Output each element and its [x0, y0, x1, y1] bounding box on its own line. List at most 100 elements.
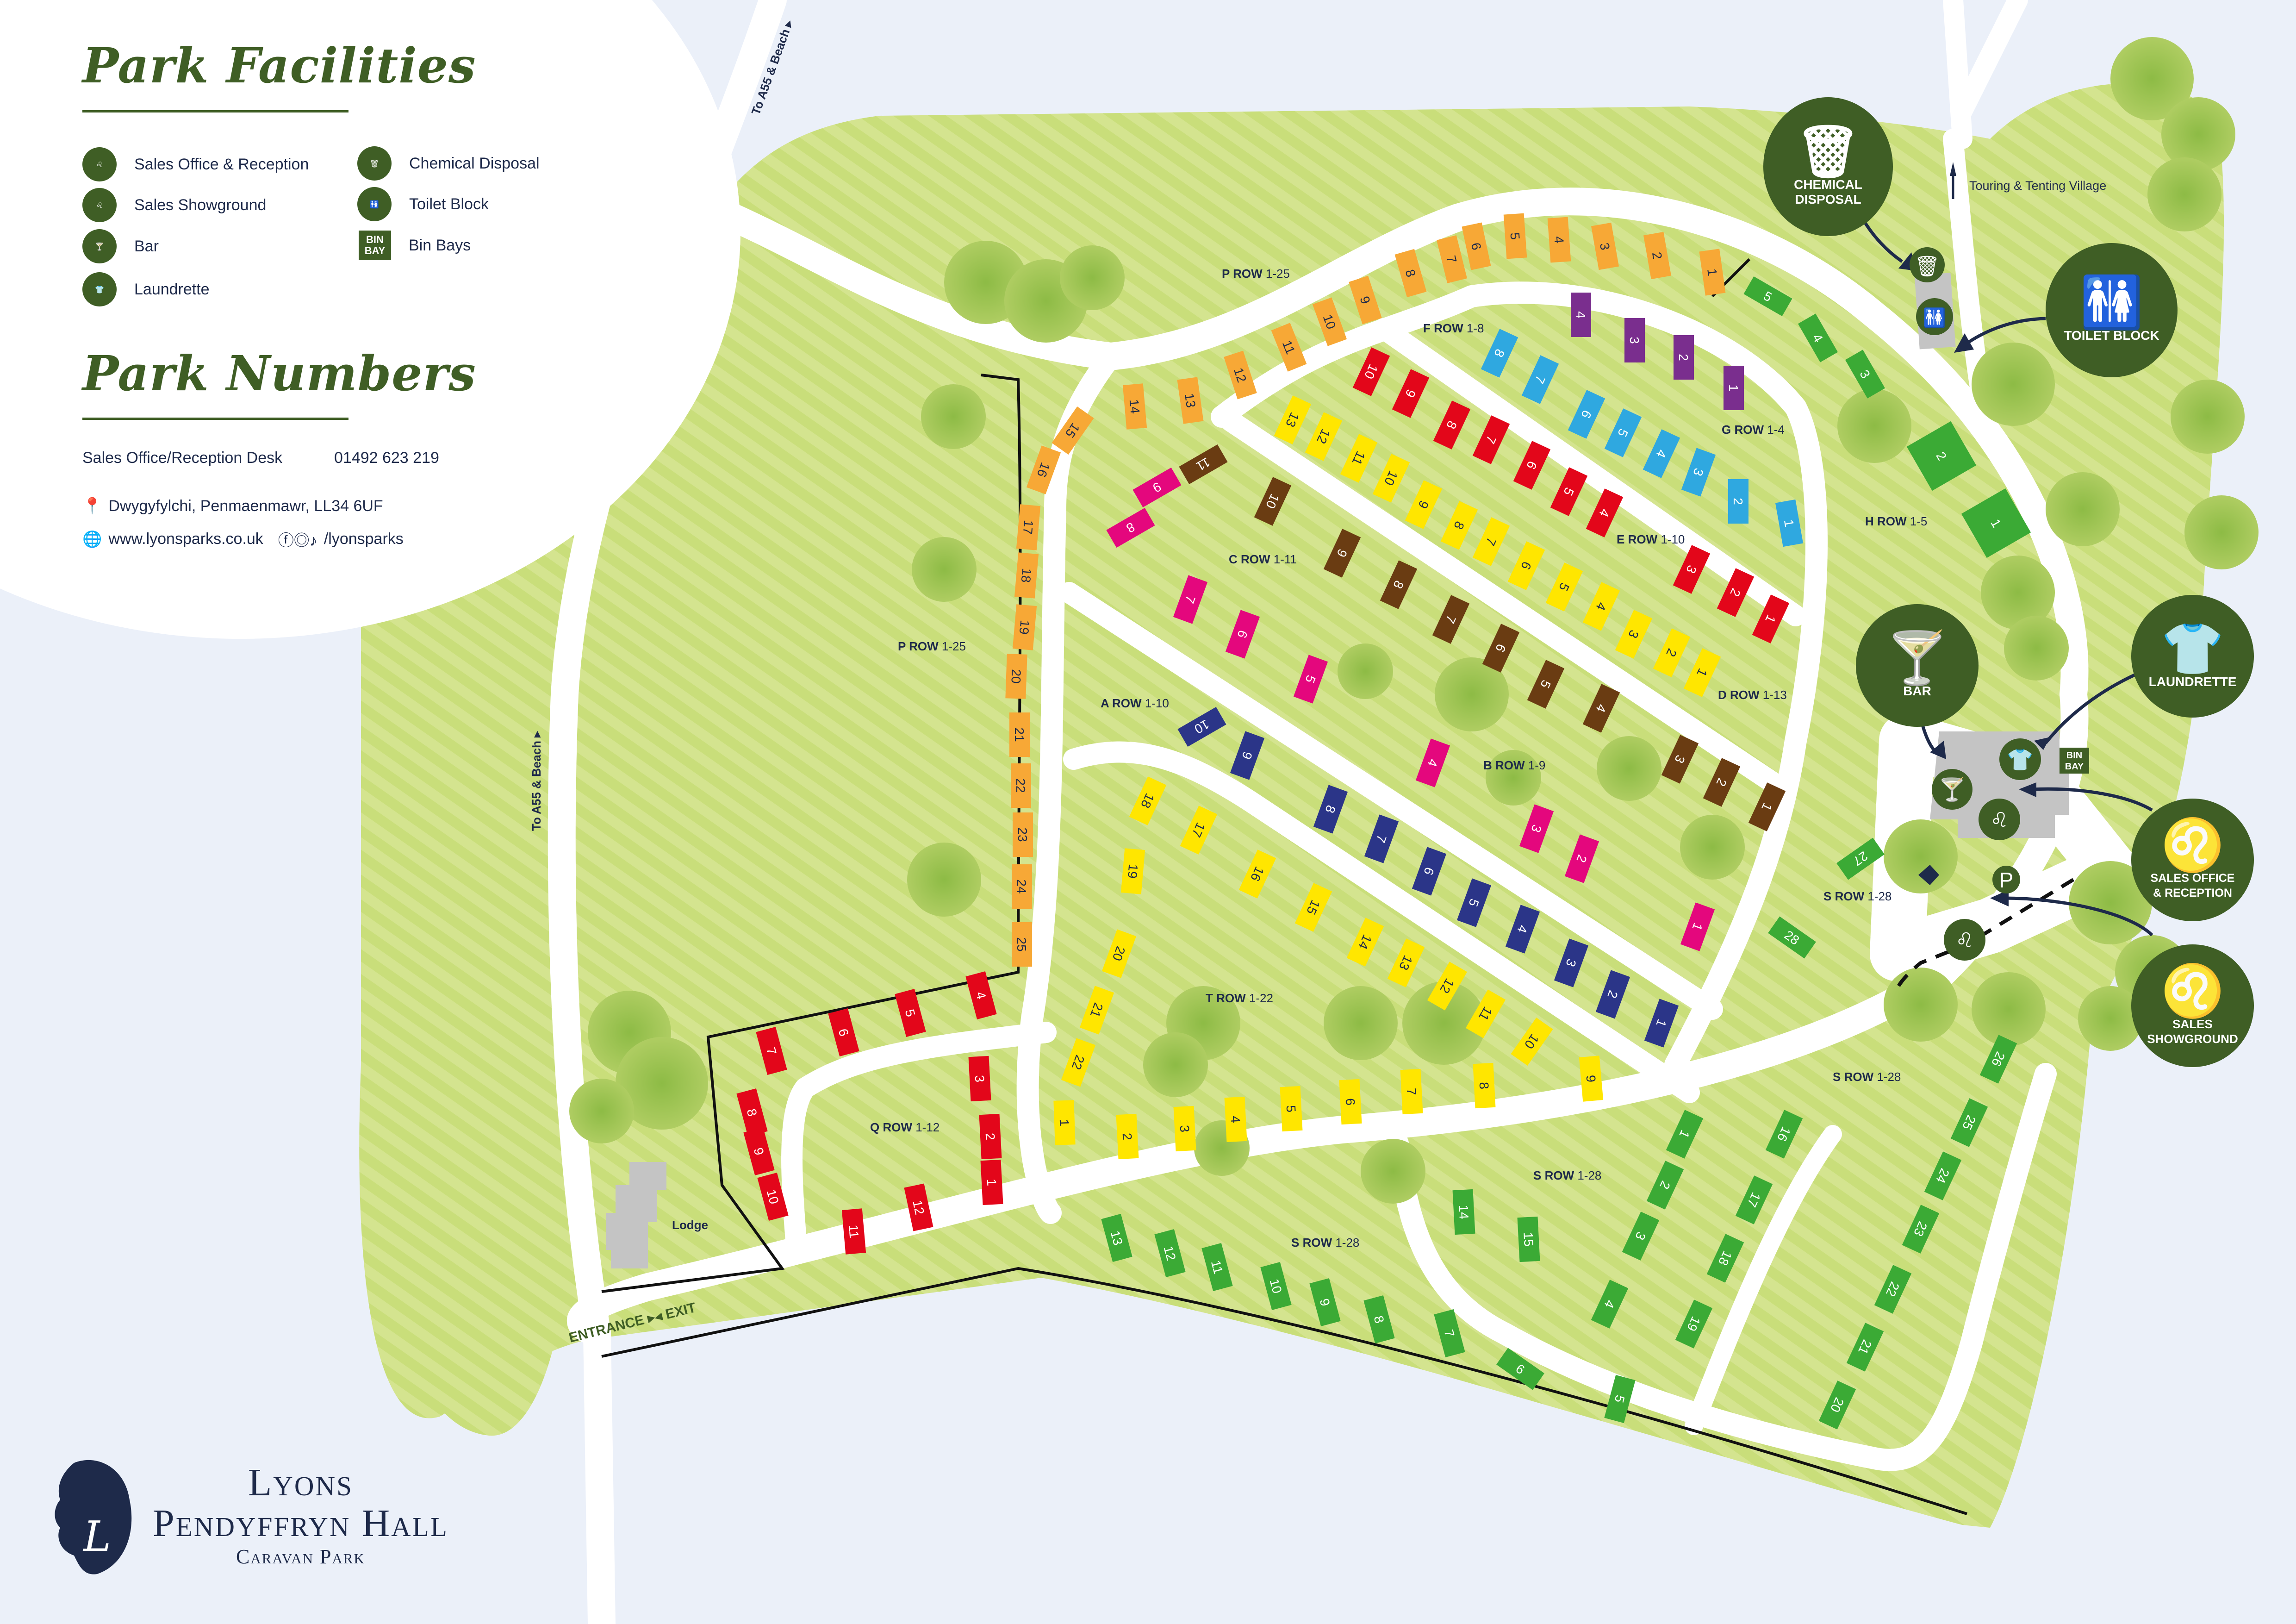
pitch-plot[interactable]	[1507, 541, 1545, 590]
pitch-plot[interactable]	[1363, 1295, 1395, 1344]
pitch-plot[interactable]	[841, 1208, 866, 1255]
pitch-plot[interactable]	[904, 1183, 933, 1231]
pitch-A-6[interactable]: 6	[1412, 847, 1447, 896]
pitch-plot[interactable]	[1179, 444, 1228, 485]
pitch-S-26[interactable]: 26	[1979, 1035, 2017, 1084]
pitch-B-6[interactable]: 6	[1225, 610, 1260, 659]
pitch-plot[interactable]	[1846, 1323, 1884, 1372]
pitch-Q-5[interactable]: 5	[895, 988, 926, 1037]
pitch-plot[interactable]	[1547, 217, 1571, 263]
sales-office-marker[interactable]	[1979, 799, 2020, 840]
pitch-plot[interactable]	[1177, 377, 1204, 424]
pitch-plot[interactable]	[1372, 454, 1410, 503]
pitch-plot[interactable]	[1274, 395, 1312, 444]
pitch-plot[interactable]	[756, 1026, 787, 1075]
pitch-B-1[interactable]: 1	[1680, 902, 1715, 951]
pitch-plot[interactable]	[1622, 1212, 1660, 1261]
pitch-plot[interactable]	[1768, 916, 1816, 959]
pitch-T-19[interactable]: 19	[1120, 848, 1145, 894]
pitch-S-17[interactable]: 17	[1735, 1175, 1773, 1224]
pitch-S-1[interactable]: 1	[1666, 1110, 1704, 1159]
pitch-P-4[interactable]: 4	[1547, 217, 1571, 263]
pitch-plot[interactable]	[1293, 655, 1328, 704]
pitch-plot[interactable]	[1836, 837, 1885, 880]
pitch-T-9[interactable]: 9	[1579, 1056, 1604, 1102]
pitch-plot[interactable]	[1387, 938, 1425, 987]
pitch-P-19[interactable]: 19	[1012, 604, 1037, 650]
pitch-plot[interactable]	[1472, 517, 1510, 566]
pitch-plot[interactable]	[1313, 785, 1348, 834]
pitch-S-8[interactable]: 8	[1363, 1295, 1395, 1344]
pitch-plot[interactable]	[1432, 595, 1470, 644]
pitch-P-7[interactable]: 7	[1437, 235, 1467, 283]
pitch-D-13[interactable]: 13	[1274, 395, 1312, 444]
pitch-P-6[interactable]: 6	[1462, 222, 1491, 270]
pitch-B-2[interactable]: 2	[1564, 834, 1599, 883]
pitch-Q-3[interactable]: 3	[968, 1056, 991, 1102]
pitch-plot[interactable]	[1120, 848, 1145, 894]
pitch-plot[interactable]	[1224, 350, 1257, 400]
pitch-plot[interactable]	[1465, 989, 1506, 1038]
pitch-plot[interactable]	[1717, 568, 1755, 617]
pitch-plot[interactable]	[1591, 1280, 1629, 1329]
pitch-P-12[interactable]: 12	[1224, 350, 1257, 400]
pitch-plot[interactable]	[1177, 706, 1226, 747]
pitch-C-2[interactable]: 2	[1703, 758, 1741, 807]
pitch-Q-8[interactable]: 8	[736, 1088, 768, 1137]
pitch-C-7[interactable]: 7	[1432, 595, 1470, 644]
pitch-plot[interactable]	[1643, 231, 1672, 280]
pitch-plot[interactable]	[1339, 1079, 1362, 1125]
pitch-B-5[interactable]: 5	[1293, 655, 1328, 704]
pitch-P-23[interactable]: 23	[1013, 812, 1033, 857]
pitch-plot[interactable]	[1173, 1106, 1196, 1152]
pitch-plot[interactable]	[1554, 938, 1589, 987]
pitch-plot[interactable]	[1906, 421, 1977, 491]
pitch-plot[interactable]	[1724, 366, 1744, 410]
pitch-plot[interactable]	[1434, 1309, 1465, 1358]
pitch-B-7[interactable]: 7	[1173, 575, 1208, 624]
pitch-plot[interactable]	[1009, 712, 1030, 757]
website-link[interactable]: www.lyonsparks.co.uk	[108, 530, 263, 548]
pitch-P-20[interactable]: 20	[1005, 654, 1027, 699]
pitch-C-5[interactable]: 5	[1527, 660, 1565, 709]
pitch-plot[interactable]	[1392, 369, 1430, 418]
pitch-T-1[interactable]: 1	[1053, 1100, 1076, 1145]
pitch-plot[interactable]	[1545, 562, 1583, 612]
pitch-A-5[interactable]: 5	[1456, 878, 1492, 927]
pitch-plot[interactable]	[1521, 355, 1559, 404]
pitch-plot[interactable]	[1643, 429, 1680, 478]
pitch-plot[interactable]	[1026, 445, 1061, 494]
pitch-A-2[interactable]: 2	[1595, 970, 1630, 1019]
pitch-plot[interactable]	[1582, 582, 1620, 631]
pitch-B-4[interactable]: 4	[1415, 738, 1450, 787]
pitch-plot[interactable]	[1364, 814, 1399, 863]
pitch-plot[interactable]	[1312, 297, 1347, 346]
pitch-plot[interactable]	[1340, 434, 1378, 483]
pitch-plot[interactable]	[1517, 1216, 1540, 1262]
pitch-Q-9[interactable]: 9	[743, 1127, 775, 1176]
pitch-F-2[interactable]: 2	[1728, 479, 1748, 524]
pitch-plot[interactable]	[1225, 610, 1260, 659]
pitch-plot[interactable]	[1271, 323, 1307, 372]
pitch-plot[interactable]	[1706, 1234, 1744, 1283]
pitch-plot[interactable]	[1604, 408, 1642, 457]
pitch-plot[interactable]	[1101, 929, 1137, 978]
pitch-S-16[interactable]: 16	[1765, 1110, 1803, 1159]
pitch-B-9[interactable]: 9	[1132, 467, 1182, 508]
pitch-plot[interactable]	[736, 1088, 768, 1137]
pitch-plot[interactable]	[1132, 467, 1182, 508]
pitch-plot[interactable]	[1452, 1189, 1475, 1235]
pitch-S-5[interactable]: 5	[1743, 276, 1792, 317]
pitch-plot[interactable]	[1013, 812, 1033, 857]
pitch-P-3[interactable]: 3	[1591, 222, 1619, 270]
pitch-T-4[interactable]: 4	[1224, 1096, 1247, 1143]
pitch-P-1[interactable]: 1	[1699, 249, 1726, 296]
sales-showground-marker[interactable]	[1944, 919, 1985, 961]
callout-laundrette[interactable]: 👕 LAUNDRETTE	[2131, 595, 2254, 718]
pitch-plot[interactable]	[1260, 1262, 1292, 1311]
pitch-plot[interactable]	[1646, 1161, 1684, 1210]
pitch-S-2[interactable]: 2	[1646, 1161, 1684, 1210]
pitch-Q-10[interactable]: 10	[757, 1172, 789, 1221]
pitch-S-18[interactable]: 18	[1706, 1234, 1744, 1283]
pitch-plot[interactable]	[1624, 318, 1645, 362]
